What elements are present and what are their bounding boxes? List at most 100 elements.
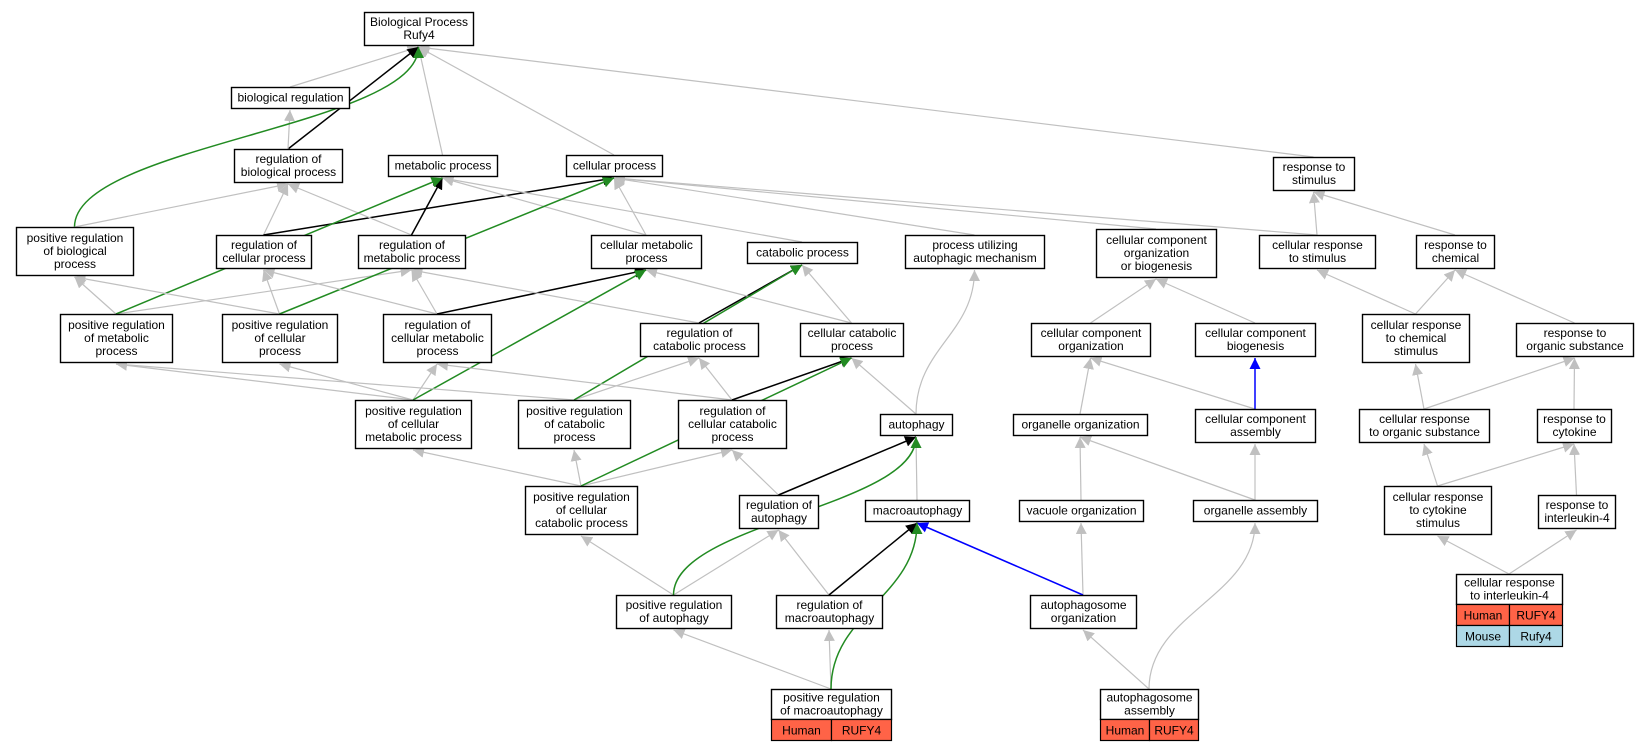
- gene-label: RUFY4: [1516, 609, 1556, 623]
- edge-grey: [1569, 443, 1581, 496]
- edge-grey: [442, 174, 803, 243]
- node-box: [1361, 313, 1471, 364]
- edge-grey: [410, 269, 438, 315]
- go-term-node[interactable]: metabolic process: [387, 154, 499, 178]
- node-box: [387, 154, 499, 178]
- edge-grey: [673, 628, 832, 690]
- node-label: response to: [1544, 326, 1607, 340]
- edge-grey: [613, 173, 1318, 236]
- node-box: [770, 688, 893, 721]
- node-box: [1029, 594, 1138, 630]
- node-label: macroautophagy: [785, 611, 874, 625]
- node-label: regulation of: [231, 238, 298, 252]
- go-term-node[interactable]: vacuole organization: [1018, 499, 1145, 523]
- edge-grey: [1082, 629, 1150, 690]
- edge-grey: [1308, 191, 1320, 236]
- edge-grey: [74, 273, 280, 315]
- go-term-node[interactable]: catabolic process: [746, 241, 859, 265]
- node-label: chemical: [1432, 251, 1479, 265]
- node-label: of biological: [43, 244, 106, 258]
- node-box: [1194, 408, 1317, 444]
- go-term-node[interactable]: organelle assembly: [1192, 499, 1319, 523]
- edge-grey: [1079, 435, 1256, 501]
- node-label: cellular response: [1272, 238, 1363, 252]
- species-label: Human: [1106, 724, 1145, 738]
- node-label: positive regulation: [365, 404, 462, 418]
- node-box: [363, 11, 475, 47]
- edge-grey: [115, 266, 412, 315]
- node-box: [1515, 322, 1635, 358]
- go-term-node[interactable]: macroautophagy: [864, 499, 971, 523]
- gene-label: RUFY4: [1154, 724, 1194, 738]
- node-box: [565, 154, 664, 178]
- node-label: cellular catabolic: [688, 417, 777, 431]
- edge-green: [73, 46, 424, 228]
- node-box: [1537, 494, 1617, 530]
- go-term-node[interactable]: cellular process: [565, 154, 664, 178]
- node-box: [677, 399, 788, 450]
- node-label: process: [95, 344, 137, 358]
- node-label: process: [711, 430, 753, 444]
- go-term-node[interactable]: biological regulation: [230, 86, 351, 110]
- go-term-node[interactable]: autophagy: [879, 413, 954, 437]
- node-label: regulation of: [404, 318, 471, 332]
- node-label: autophagosome: [1040, 598, 1126, 612]
- node-label: assembly: [1124, 704, 1175, 718]
- species-label: Human: [1464, 609, 1503, 623]
- edge-blue: [916, 522, 1084, 596]
- node-label: vacuole organization: [1026, 504, 1136, 518]
- node-label: process: [553, 430, 595, 444]
- node-label: response to: [1546, 498, 1609, 512]
- go-term-node[interactable]: organelle organization: [1012, 413, 1149, 437]
- edge-green: [412, 269, 647, 401]
- node-box: [1012, 413, 1149, 437]
- node-label: regulation of: [746, 498, 813, 512]
- node-box: [524, 485, 639, 536]
- edge-grey: [1075, 522, 1087, 596]
- edge-grey: [412, 363, 438, 401]
- node-label: assembly: [1230, 425, 1281, 439]
- node-label: regulation of: [255, 152, 322, 166]
- node-label: of cellular: [556, 503, 607, 517]
- edge-grey: [1148, 522, 1261, 690]
- edge-grey: [1074, 436, 1086, 501]
- edge-black: [287, 46, 419, 150]
- gene-label: Rufy4: [1520, 630, 1552, 644]
